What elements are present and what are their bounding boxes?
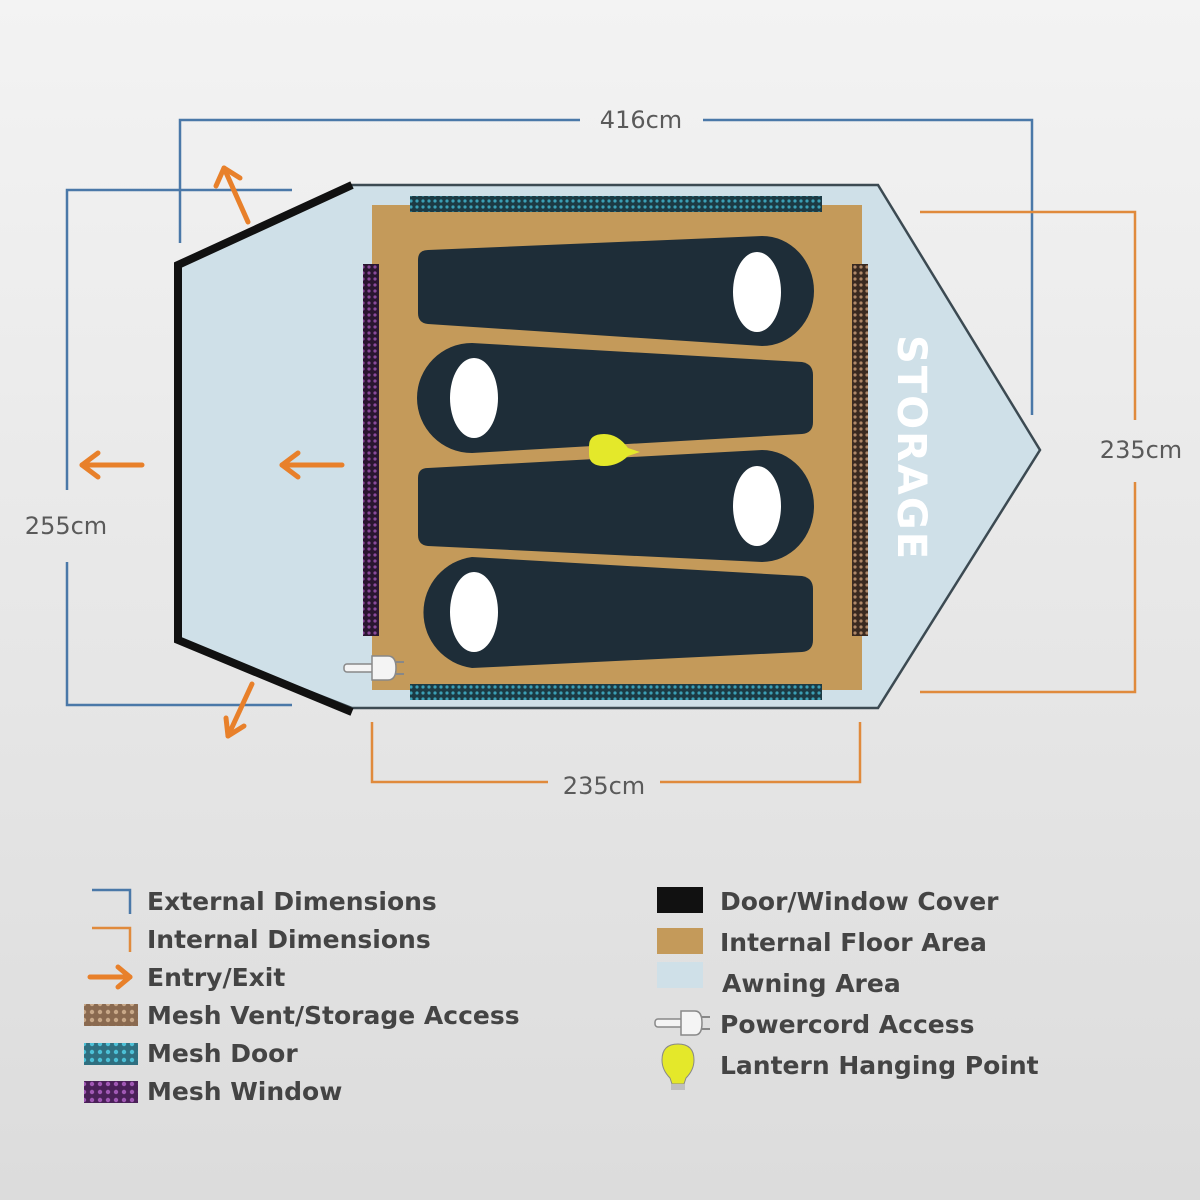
storage-label: STORAGE (888, 335, 934, 561)
svg-text:Powercord Access: Powercord Access (720, 1010, 975, 1039)
svg-text:Awning Area: Awning Area (722, 969, 901, 998)
external-dimension-left: 255cm (25, 188, 292, 707)
pillow (733, 252, 781, 332)
legend-right: Door/Window Cover Internal Floor Area Aw… (654, 887, 1039, 1090)
svg-text:Mesh Vent/Storage Access: Mesh Vent/Storage Access (147, 1001, 520, 1030)
sleeping-bag (417, 343, 813, 453)
external-length-label: 416cm (600, 106, 682, 134)
lantern-hanging-point (469, 434, 801, 466)
legend-item-door-window-cover: Door/Window Cover (657, 887, 999, 916)
legend-item-awning-area: Awning Area (657, 962, 901, 998)
door-window-cover (174, 181, 354, 716)
mesh-door-top (410, 196, 822, 212)
svg-text:Internal Dimensions: Internal Dimensions (147, 925, 431, 954)
legend-item-internal-dimensions: Internal Dimensions (92, 925, 431, 954)
external-width-label: 255cm (25, 512, 107, 540)
legend-item-mesh-vent: Mesh Vent/Storage Access (84, 1001, 520, 1030)
legend-item-mesh-window: Mesh Window (84, 1077, 342, 1106)
svg-text:Lantern Hanging Point: Lantern Hanging Point (720, 1051, 1039, 1080)
svg-text:Mesh Door: Mesh Door (147, 1039, 298, 1068)
internal-length-label: 235cm (563, 772, 645, 800)
entry-exit-arrow (79, 450, 145, 480)
svg-text:Internal Floor Area: Internal Floor Area (720, 928, 987, 957)
sleeping-bag (423, 557, 813, 668)
light-bulb-icon (661, 1043, 695, 1090)
svg-text:Entry/Exit: Entry/Exit (147, 963, 285, 992)
entry-exit-arrow (279, 450, 345, 480)
legend-item-entry-exit: Entry/Exit (87, 963, 285, 992)
pillow (733, 466, 781, 546)
pillow (450, 358, 498, 438)
entry-exit-arrow (213, 165, 251, 225)
svg-text:Door/Window Cover: Door/Window Cover (720, 887, 999, 916)
internal-dimension-right: 235cm (920, 210, 1182, 694)
legend-left: External Dimensions Internal Dimensions … (84, 887, 520, 1106)
external-dimension-top: 416cm (178, 106, 1034, 415)
svg-text:External Dimensions: External Dimensions (147, 887, 437, 916)
plug-icon (654, 1010, 710, 1036)
internal-dimension-bottom: 235cm (370, 722, 862, 800)
powercord-icon (343, 655, 404, 681)
pillow (450, 572, 498, 652)
legend-item-external-dimensions: External Dimensions (92, 887, 437, 916)
internal-width-label: 235cm (1100, 436, 1182, 464)
legend-item-mesh-door: Mesh Door (84, 1039, 298, 1068)
mesh-window-left (363, 264, 379, 636)
mesh-door-bottom (410, 684, 822, 700)
sleeping-bag (418, 450, 814, 562)
legend-item-internal-floor-area: Internal Floor Area (657, 928, 987, 957)
entry-exit-arrow (223, 681, 255, 739)
arrow-right-icon (87, 964, 133, 990)
legend-item-powercord-access: Powercord Access (654, 1010, 975, 1039)
mesh-vent-right (852, 264, 868, 636)
sleeping-bag (418, 236, 814, 346)
svg-text:Mesh Window: Mesh Window (147, 1077, 342, 1106)
legend-item-lantern-hanging-point: Lantern Hanging Point (661, 1043, 1039, 1090)
